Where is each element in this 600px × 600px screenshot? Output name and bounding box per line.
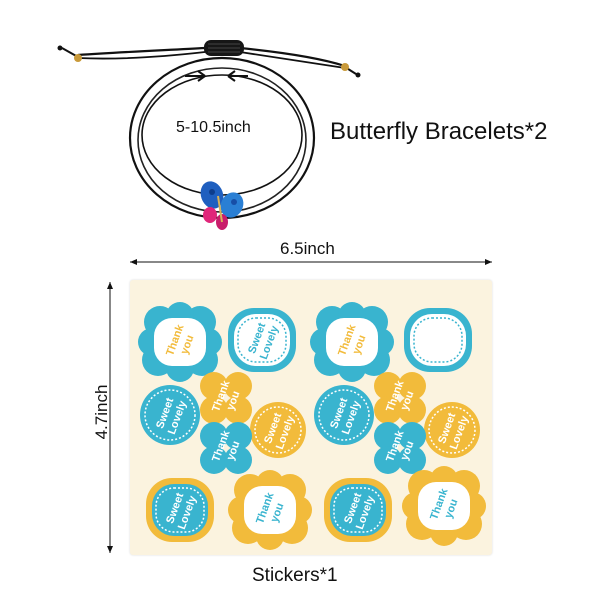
bracelet-right-tail <box>239 46 346 68</box>
width-label: 6.5inch <box>280 239 335 258</box>
bracelet-illustration <box>57 40 361 230</box>
bracelet-right-bead <box>341 63 349 71</box>
bracelet-left-bead <box>74 54 82 62</box>
bracelet-size-label: 5-10.5inch <box>176 119 251 136</box>
sticker-sweet-lovely <box>424 402 480 458</box>
stickers-label: Stickers*1 <box>252 565 338 586</box>
bracelet-knot <box>204 40 244 56</box>
sticker-sheet: Thank you Sweet Lovely Sweet Lovely Than… <box>130 280 492 555</box>
bracelet-title: Butterfly Bracelets*2 <box>330 118 548 145</box>
height-label: 4.7inch <box>92 384 111 440</box>
sticker-sheet-art: Thank you Sweet Lovely Sweet Lovely Than… <box>138 302 486 550</box>
sticker-sweet-lovely <box>250 402 306 458</box>
butterfly-charm-icon <box>200 181 244 230</box>
bracelet-left-tail <box>77 46 206 57</box>
